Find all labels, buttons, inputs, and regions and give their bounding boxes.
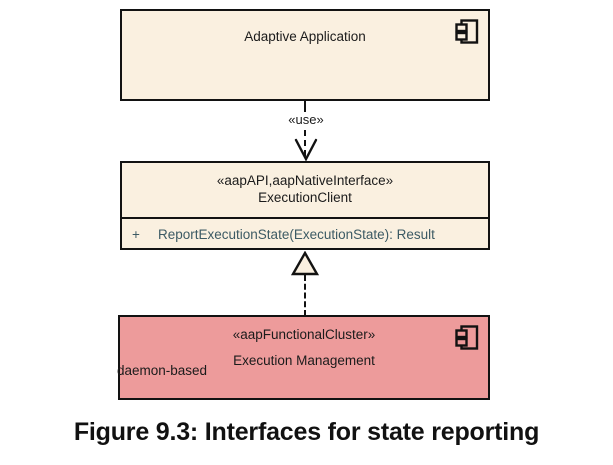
figure-caption: Figure 9.3: Interfaces for state reporti…: [73, 418, 540, 446]
realization-hollow-triangle-icon: [290, 251, 320, 276]
node-adaptive-application[interactable]: Adaptive Application: [120, 9, 490, 101]
node-execution-client[interactable]: «aapAPI,aapNativeInterface» ExecutionCli…: [120, 161, 490, 250]
use-line-stub: [304, 101, 306, 112]
use-line-dashed: [304, 130, 306, 156]
realization-line-dashed: [304, 275, 306, 316]
use-dependency-label: «use»: [268, 112, 344, 127]
operation-row[interactable]: + ReportExecutionState(ExecutionState): …: [122, 219, 488, 249]
node-execution-management-note: daemon-based: [117, 363, 208, 378]
node-execution-client-label: ExecutionClient: [258, 190, 352, 205]
node-execution-management-label: Execution Management: [233, 353, 375, 368]
node-execution-management-stereotype: «aapFunctionalCluster»: [232, 327, 376, 342]
use-arrowhead-open-icon: [294, 138, 318, 162]
component-icon: [455, 19, 479, 44]
node-adaptive-application-label: Adaptive Application: [244, 29, 366, 44]
component-icon: [455, 325, 479, 350]
node-execution-client-header: «aapAPI,aapNativeInterface» ExecutionCli…: [122, 163, 488, 219]
operation-signature: ReportExecutionState(ExecutionState): Re…: [158, 226, 435, 242]
operation-visibility: +: [132, 226, 140, 242]
node-execution-client-stereotype: «aapAPI,aapNativeInterface»: [216, 173, 394, 188]
node-execution-management[interactable]: «aapFunctionalCluster» Execution Managem…: [117, 315, 490, 400]
